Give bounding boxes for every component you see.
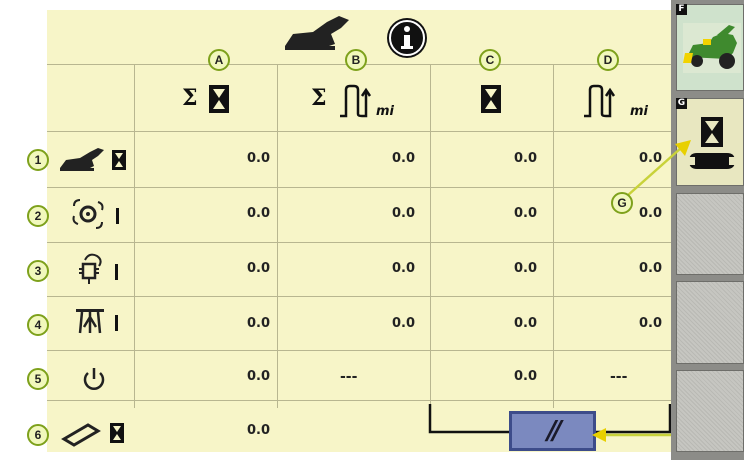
distance-icon: [340, 84, 372, 118]
cell-value: ---: [340, 369, 358, 385]
cell-value: 0.0: [246, 261, 270, 276]
callout-row-2: 2: [27, 205, 49, 227]
power-icon: [83, 368, 105, 390]
callout-column-a: A: [208, 49, 230, 71]
divider: [553, 64, 554, 408]
cell-value: 0.0: [513, 206, 537, 221]
softkey-label: G: [676, 98, 687, 109]
hourglass-icon: [481, 85, 501, 113]
cell-value: 0.0: [638, 206, 662, 221]
engine-rotation-icon: [79, 253, 118, 284]
unit-label: mi: [376, 104, 395, 119]
cell-value: 0.0: [638, 151, 662, 166]
callout-column-b: B: [345, 49, 367, 71]
callout-column-c: C: [479, 49, 501, 71]
softkey-empty-5[interactable]: [676, 370, 744, 452]
reset-button[interactable]: //: [509, 411, 596, 451]
elevator-hours-icon: [61, 423, 124, 447]
divider: [47, 400, 671, 401]
divider: [47, 131, 671, 132]
cell-value: 0.0: [246, 151, 270, 166]
divider: [47, 350, 671, 351]
callout-softkey-g: G: [611, 192, 633, 214]
distance-icon: [584, 84, 616, 118]
divider: [277, 64, 278, 408]
cell-value: 0.0: [513, 316, 537, 331]
cell-value: 0.0: [513, 261, 537, 276]
cell-value: 0.0: [391, 206, 415, 221]
cell-value: 0.0: [513, 151, 537, 166]
callout-row-3: 3: [27, 260, 49, 282]
cell-value: 0.0: [638, 261, 662, 276]
cell-value: 0.0: [513, 369, 537, 384]
cell-value: 0.0: [246, 369, 270, 384]
cell-value: ---: [610, 369, 628, 385]
harvester-hours-icon: [60, 148, 126, 171]
cell-value: 0.0: [391, 316, 415, 331]
sum-symbol: Σ: [182, 85, 198, 111]
hourglass-wrench-icon: [687, 117, 737, 169]
reset-button-label: //: [547, 416, 562, 446]
gear-cycle-icon: [72, 199, 119, 229]
callout-row-1: 1: [27, 149, 49, 171]
callout-arrow: [626, 140, 691, 197]
divider: [430, 64, 431, 408]
callout-row-5: 5: [27, 368, 49, 390]
callout-arrow: [592, 428, 674, 442]
divider: [47, 242, 671, 243]
cell-value: 0.0: [638, 316, 662, 331]
hourglass-icon: [209, 85, 229, 113]
callout-column-d: D: [597, 49, 619, 71]
hours-screen: [47, 10, 671, 452]
softkey-f-harvester[interactable]: F: [676, 4, 744, 91]
reset-bracket: [428, 404, 672, 434]
cell-value: 0.0: [246, 206, 270, 221]
cell-value: 0.0: [391, 261, 415, 276]
separator-fan-icon: [76, 309, 118, 334]
callout-row-4: 4: [27, 314, 49, 336]
divider: [47, 187, 671, 188]
softkey-sidebar: F G: [671, 0, 744, 460]
harvester-icon: [285, 16, 349, 50]
harvester-machine-icon: [683, 23, 741, 73]
cell-value: 0.0: [391, 151, 415, 166]
divider: [134, 64, 135, 408]
divider: [47, 296, 671, 297]
unit-label: mi: [630, 104, 649, 119]
sum-symbol: Σ: [311, 85, 327, 111]
softkey-empty-4[interactable]: [676, 281, 744, 364]
softkey-label: F: [676, 4, 687, 15]
cell-value: 0.0: [246, 316, 270, 331]
info-icon: [401, 26, 413, 49]
callout-row-6: 6: [27, 424, 49, 446]
cell-value: 0.0: [246, 423, 270, 438]
